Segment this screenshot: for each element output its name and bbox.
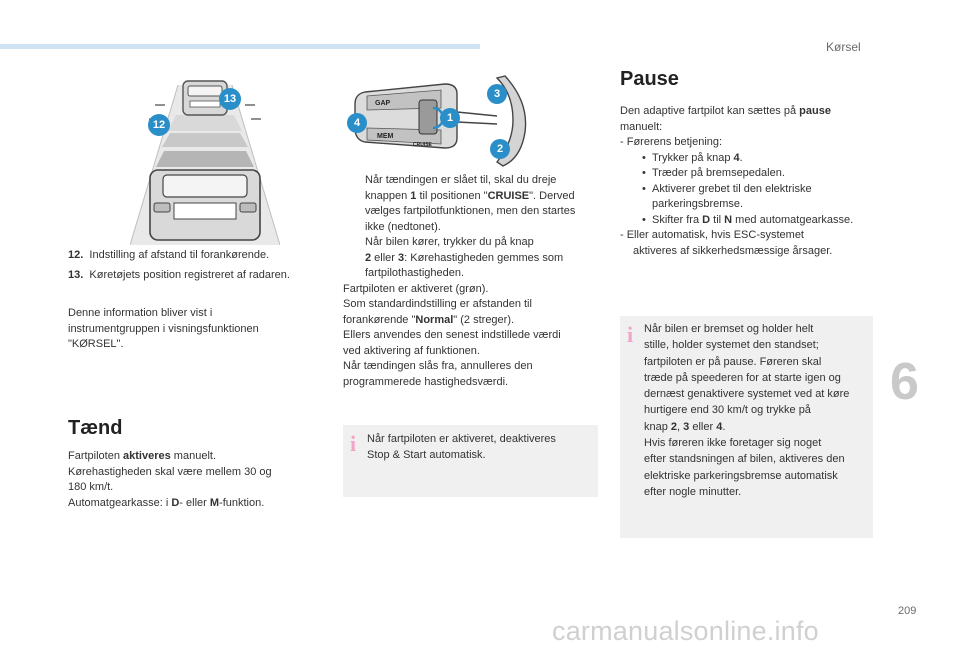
cruise-stalk-figure: GAP MEM CRUISE [354,75,527,167]
bullet-item: •Aktiverer grebet til den elektriske [642,182,812,195]
watermark: carmanualsonline.info [552,616,819,646]
section-title: Kørsel [826,40,861,54]
pause-paragraph: Den adaptive fartpilot kan sættes på pau… [620,104,880,259]
badge-12: 12 [148,114,170,136]
radar-distance-figure [130,80,280,245]
bullet-item: •Træder på bremsepedalen. [642,167,785,179]
badge-3: 3 [487,84,507,104]
badge-4: 4 [347,113,367,133]
stalk-label-gap: GAP [375,100,391,107]
badge-2: 2 [490,139,510,159]
page-number: 209 [898,605,917,617]
stalk-label-cruise: CRUISE [413,142,433,148]
section-heading-taend: Tænd [68,417,123,439]
legend-item-13: 13. Køretøjets position registreret af r… [68,268,328,284]
legend-item-12: 12. Indstilling af afstand til forankøre… [68,248,328,264]
legend-text: Indstilling af afstand til forankørende. [89,249,270,261]
step-item: Når tændingen er slået til, skal du drej… [365,174,576,233]
legend-text: Køretøjets position registreret af radar… [89,269,290,281]
stalk-label-mem: MEM [377,133,394,140]
legend-number: 13. [68,269,84,281]
steps-block: Når tændingen er slået til, skal du drej… [343,173,603,390]
badge-13: 13 [219,88,241,110]
bullet-item: •Skifter fra D til N med automatgearkass… [642,213,854,226]
legend-number: 12. [68,249,84,261]
info-paragraph: Denne information bliver vist i instrume… [68,307,259,350]
bullet-item: •Trykker på knap 4. [642,151,743,164]
taend-paragraph: Fartpiloten aktiveres manuelt. Kørehasti… [68,450,272,509]
chapter-number: 6 [890,353,919,411]
info-box-pause: i Når bilen er bremset og holder helt st… [620,316,873,538]
section-heading-pause: Pause [620,68,679,90]
info-icon: i [350,431,357,456]
steps-list: Når tændingen er slået til, skal du drej… [343,173,603,282]
header-bar [0,44,480,49]
info-box-start-stop: i Når fartpiloten er aktiveret, deaktive… [343,425,598,497]
step-item: Når bilen kører, trykker du på knap 2 el… [365,236,564,279]
badge-1: 1 [440,108,460,128]
info-icon: i [627,322,634,347]
